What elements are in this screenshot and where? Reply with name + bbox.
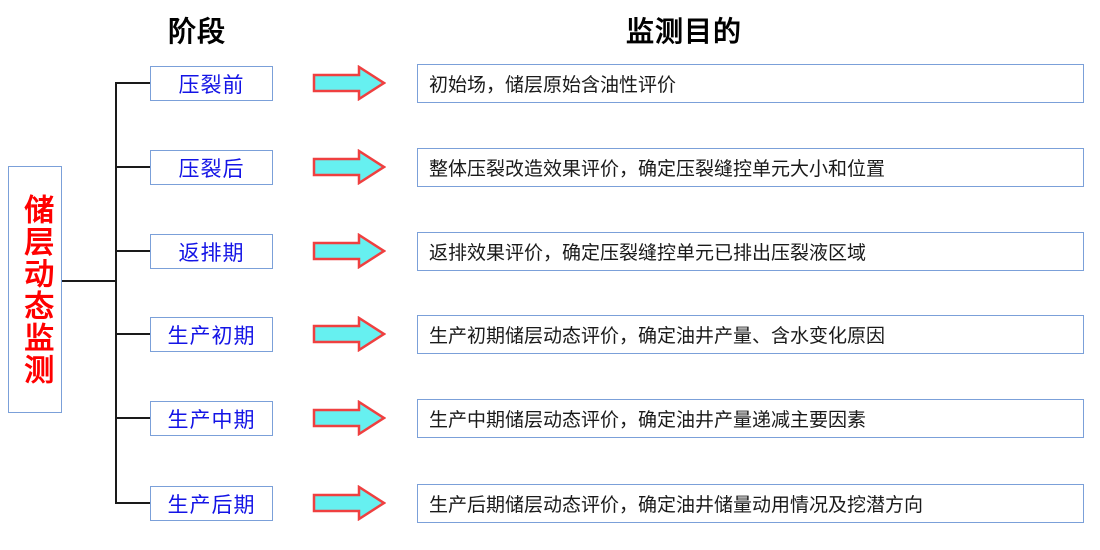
stage-box[interactable]: 生产后期 [150, 486, 273, 521]
purpose-label: 生产后期储层动态评价，确定油井储量动用情况及挖潜方向 [429, 494, 924, 516]
stage-label: 生产初期 [167, 323, 256, 348]
purpose-box[interactable]: 生产后期储层动态评价，确定油井储量动用情况及挖潜方向 [417, 484, 1084, 523]
right-arrow-icon [312, 232, 387, 270]
purpose-label: 返排效果评价，确定压裂缝控单元已排出压裂液区域 [429, 242, 867, 264]
stage-box[interactable]: 压裂前 [150, 66, 273, 101]
right-arrow-icon [312, 148, 387, 186]
stage-label: 返排期 [178, 240, 245, 265]
right-arrow-icon [312, 484, 387, 522]
right-arrow-icon [312, 315, 387, 353]
right-arrow-icon [312, 64, 387, 102]
stage-box[interactable]: 生产初期 [150, 317, 273, 352]
purpose-box[interactable]: 返排效果评价，确定压裂缝控单元已排出压裂液区域 [417, 232, 1084, 271]
stage-box[interactable]: 生产中期 [150, 401, 273, 436]
connector-branch [115, 82, 150, 84]
connector-branch [115, 250, 150, 252]
root-title-label: 储层动态监测 [18, 193, 54, 386]
stage-label: 生产后期 [167, 492, 256, 517]
purpose-box[interactable]: 生产中期储层动态评价，确定油井产量递减主要因素 [417, 399, 1084, 438]
root-title-box: 储层动态监测 [8, 166, 62, 413]
stage-label: 生产中期 [167, 407, 256, 432]
connector-branch [115, 166, 150, 168]
connector-trunk [115, 83, 117, 504]
connector-branch [115, 417, 150, 419]
connector-branch [115, 502, 150, 504]
purpose-box[interactable]: 生产初期储层动态评价，确定油井产量、含水变化原因 [417, 315, 1084, 354]
stage-label: 压裂后 [178, 156, 245, 181]
right-arrow-icon [312, 399, 387, 437]
purpose-box[interactable]: 整体压裂改造效果评价，确定压裂缝控单元大小和位置 [417, 148, 1084, 187]
connector-root-stub [62, 280, 117, 282]
purpose-box[interactable]: 初始场，储层原始含油性评价 [417, 64, 1084, 103]
purpose-label: 生产初期储层动态评价，确定油井产量、含水变化原因 [429, 325, 886, 347]
connector-branch [115, 333, 150, 335]
purpose-label: 生产中期储层动态评价，确定油井产量递减主要因素 [429, 409, 867, 431]
purpose-label: 初始场，储层原始含油性评价 [429, 74, 677, 96]
stage-box[interactable]: 压裂后 [150, 150, 273, 185]
column-header-purpose: 监测目的 [626, 15, 743, 48]
stage-label: 压裂前 [178, 72, 245, 97]
purpose-label: 整体压裂改造效果评价，确定压裂缝控单元大小和位置 [429, 158, 886, 180]
stage-box[interactable]: 返排期 [150, 234, 273, 269]
column-header-stage: 阶段 [168, 15, 227, 48]
